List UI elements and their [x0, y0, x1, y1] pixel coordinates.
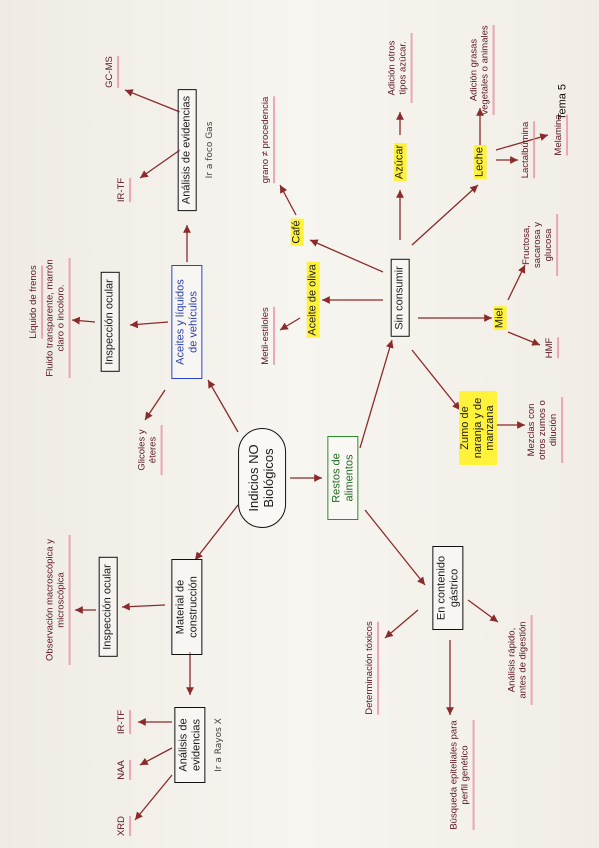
- label-adicion-grasas: Adición grasas vegetales o animales: [469, 25, 495, 115]
- arrow-analisis-gcms: [124, 89, 181, 113]
- note-gas: Ir a foco Gas: [204, 121, 215, 179]
- arrow-center-material: [194, 504, 239, 561]
- label-naa: NAA: [116, 760, 131, 780]
- arrow-sin-cafe: [309, 239, 384, 273]
- node-inspeccion-top: Inspección ocular: [100, 272, 120, 372]
- label-leche: Leche: [473, 145, 487, 179]
- label-observacion: Observación macroscópica y microscópica: [45, 535, 71, 665]
- label-metil: Metil-estiloles: [260, 307, 275, 365]
- arrow-aceites-inspeccion: [129, 320, 169, 329]
- label-lactalbumina: Lactalbúmina: [520, 122, 535, 179]
- label-grano: grano ≠ procedencia: [260, 97, 275, 184]
- arrow-sin-zumo: [411, 349, 461, 411]
- label-irtf-top: IR-TF: [116, 178, 131, 202]
- label-xrd: XRD: [116, 816, 131, 836]
- label-hmf: HMF: [544, 338, 559, 359]
- label-aceite-oliva: Aceite de oliva: [306, 262, 320, 338]
- label-azucar: Azúcar: [393, 142, 407, 182]
- label-melamina: Melamina: [553, 114, 568, 155]
- arrow-restos-contenido: [364, 509, 426, 586]
- arrow-contenido-det: [384, 609, 419, 639]
- label-busqueda: Búsqueda epiteliales para perfil genétic…: [449, 720, 475, 830]
- node-analisis-top: Análisis de evidencias: [177, 88, 197, 212]
- label-fluido: Fluido transparente, marrón claro o inco…: [45, 258, 71, 378]
- node-inspeccion-bot: Inspección ocular: [98, 557, 118, 657]
- arrow-cafe-grano: [279, 184, 297, 216]
- label-adicion-azucar: Adición otros tipos azúcar.: [387, 33, 413, 103]
- node-restos: Restos de alimentos: [327, 436, 359, 520]
- node-aceites: Aceites y líquidos de vehículos: [171, 265, 203, 379]
- arrow-material-inspeccion: [121, 602, 166, 611]
- label-liquido: Líquido de frenos: [28, 265, 43, 338]
- label-gcms: GC-MS: [104, 56, 119, 88]
- node-contenido-gastrico: En contenido gástrico: [432, 546, 464, 630]
- label-zumo: Zumo de naranja y de manzana: [459, 391, 497, 465]
- label-glicoles: Glicoles y éteres: [137, 425, 163, 475]
- arrow-inspeccion-liquido: [71, 316, 96, 325]
- note-rayos: Ir a Rayos X: [213, 718, 224, 772]
- arrow-sin-leche: [411, 184, 479, 246]
- label-analisis-rapido: Análisis rápido, antes de digestión: [507, 615, 533, 705]
- arrow-contenido-rapido: [467, 599, 499, 623]
- arrow-restos-sin: [359, 339, 394, 449]
- center-node: Indicios NO Biológicos: [238, 428, 286, 528]
- node-analisis-bot: Análisis de evidencias: [174, 707, 206, 783]
- label-miel: Miel: [493, 305, 507, 331]
- label-cafe: Café: [290, 218, 304, 246]
- node-sin-consumir: Sin consumir: [390, 259, 410, 337]
- node-material: Material de construcción: [171, 559, 203, 655]
- label-irtf-bot: IR-TF: [116, 710, 131, 734]
- arrow-center-aceites: [207, 379, 239, 433]
- arrow-aceite-metil: [279, 317, 301, 331]
- arrow-aceites-glicoles: [144, 389, 166, 421]
- arrow-analisis-naa: [139, 747, 173, 766]
- arrow-analisis-irtf: [139, 149, 181, 179]
- label-fructosa: Fructosa, sacarosa y glucosa: [521, 214, 558, 276]
- arrow-analisis-xrd: [134, 774, 173, 821]
- arrow-miel-hmf: [507, 331, 541, 346]
- label-mezclas: Mezclas con otros zumos o dilución: [526, 397, 563, 463]
- label-determinacion: Determinación tóxicos: [364, 621, 379, 714]
